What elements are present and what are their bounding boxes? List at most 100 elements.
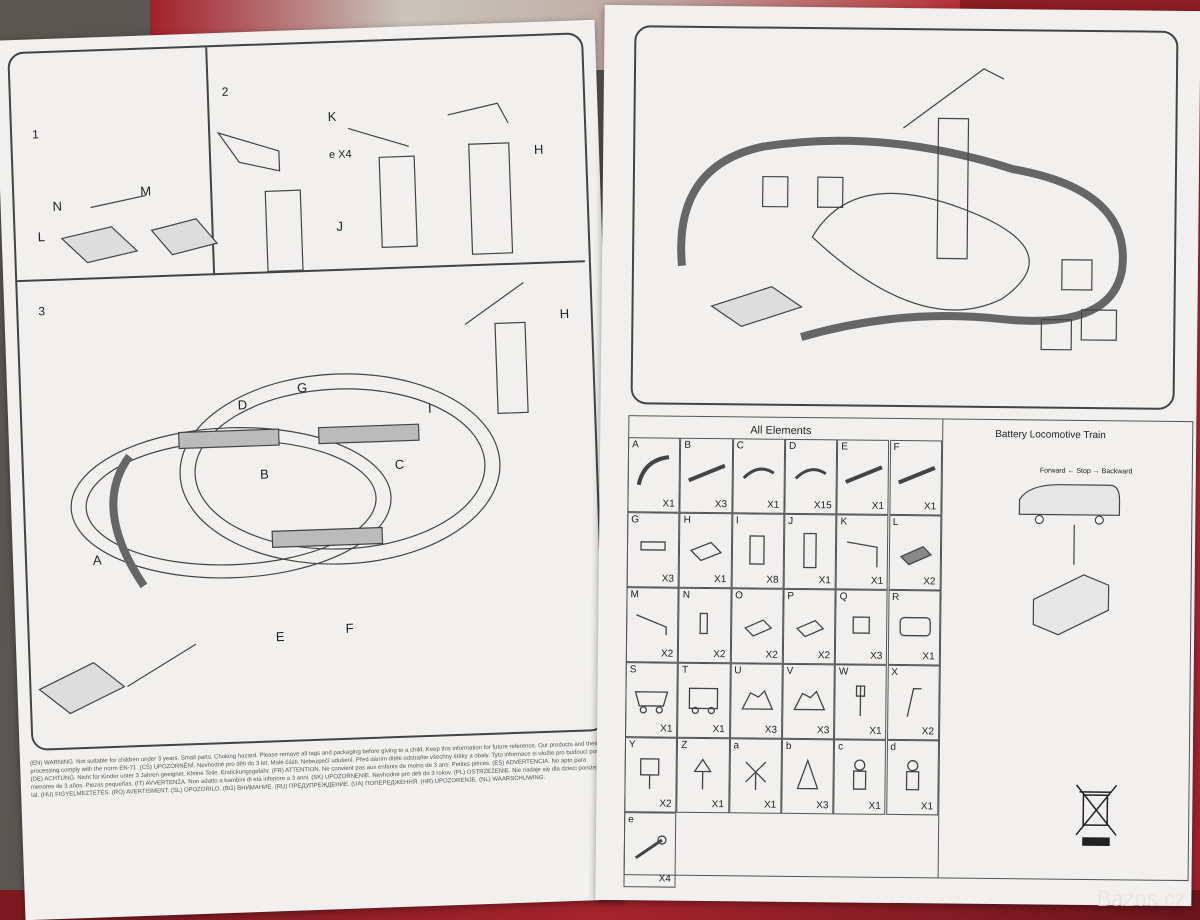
label-h-step2: H: [533, 141, 544, 157]
element-letter: V: [786, 665, 794, 677]
element-letter: L: [892, 516, 899, 529]
element-letter: P: [787, 590, 795, 602]
safety-warning-text: (EN) WARNING. Not suitable for children …: [29, 741, 609, 799]
overview-illustration: [677, 68, 1127, 351]
element-letter: N: [682, 589, 691, 601]
element-quantity: X1: [712, 724, 725, 736]
pillar-icon: [737, 531, 777, 574]
crossing-icon: [735, 756, 775, 799]
station-icon: [685, 530, 725, 573]
element-letter: X: [891, 666, 898, 679]
label-j: J: [336, 218, 344, 234]
battery-locomotive-illustration: [1018, 484, 1121, 636]
truck-icon: [684, 680, 724, 723]
lamp-icon: [893, 682, 933, 725]
label-e: E: [275, 628, 285, 645]
element-cell-T: T X1: [677, 662, 731, 739]
watermark-bazos: Bazos.cz: [1096, 886, 1186, 911]
label-e-x4: e X4: [328, 148, 352, 162]
element-quantity: X3: [764, 724, 778, 736]
assembly-illustration: [38, 102, 529, 715]
element-quantity: X8: [766, 574, 779, 586]
element-letter: b: [785, 740, 792, 752]
label-g: G: [296, 380, 308, 396]
curve-piece-icon: [738, 456, 778, 499]
element-quantity: X15: [813, 500, 832, 512]
wagon-icon: [631, 680, 671, 723]
element-quantity: X1: [763, 799, 777, 811]
instruction-sheet-right: All Elements Battery Locomotive Train Fo…: [595, 4, 1200, 907]
label-k: K: [327, 108, 337, 125]
element-letter: F: [893, 441, 900, 454]
element-letter: A: [632, 439, 639, 451]
element-cell-G: G X3: [626, 512, 680, 588]
worker-icon: [892, 757, 932, 800]
element-quantity: X1: [920, 801, 934, 813]
element-cell-P: P X2: [782, 588, 836, 665]
element-quantity: X2: [921, 726, 934, 738]
element-letter: Z: [681, 739, 688, 751]
label-h-step3: H: [559, 305, 570, 322]
element-letter: E: [841, 441, 849, 453]
straight-track-icon: [686, 455, 727, 498]
label-c: C: [394, 456, 405, 473]
cube-icon: [841, 607, 881, 650]
block-icon: [737, 606, 777, 649]
element-quantity: X3: [714, 499, 728, 511]
element-cell-M: M X2: [625, 587, 679, 663]
element-quantity: X1: [922, 651, 935, 663]
element-cell-I: I X8: [731, 513, 785, 589]
element-quantity: X1: [767, 499, 780, 511]
peg-icon: [684, 605, 724, 648]
curved-track-icon: [634, 455, 674, 498]
element-letter: S: [629, 664, 637, 676]
element-quantity: X2: [713, 649, 726, 661]
label-i: I: [427, 400, 432, 416]
element-letter: K: [840, 516, 848, 528]
element-cell-X: X X2: [886, 664, 940, 741]
element-letter: O: [735, 590, 743, 602]
element-quantity: X1: [868, 800, 881, 812]
element-letter: I: [735, 515, 739, 527]
element-letter: C: [736, 440, 744, 452]
element-quantity: X4: [658, 873, 671, 885]
element-quantity: X3: [817, 725, 830, 737]
element-cell-C: C X1: [731, 438, 786, 514]
arrow-sign-icon: [683, 755, 723, 798]
tower-icon: [790, 531, 830, 574]
element-quantity: X1: [818, 575, 831, 587]
element-cell-A: A X1: [627, 437, 681, 513]
element-quantity: X3: [661, 573, 675, 585]
element-quantity: X1: [662, 498, 675, 510]
weee-bin-icon: [1075, 784, 1118, 846]
element-quantity: X1: [870, 575, 884, 587]
element-letter: G: [631, 514, 640, 526]
element-letter: Q: [839, 591, 848, 603]
label-d: D: [237, 397, 248, 413]
label-f: F: [345, 620, 354, 636]
element-quantity: X2: [923, 576, 936, 588]
element-cell-K: K X1: [835, 514, 889, 590]
element-quantity: X1: [923, 501, 937, 513]
rock-icon: [788, 681, 828, 724]
element-letter: M: [630, 589, 639, 601]
curve-piece-icon: [791, 456, 831, 499]
label-a: A: [92, 552, 102, 568]
element-letter: T: [681, 664, 689, 676]
element-quantity: X2: [660, 648, 674, 660]
element-quantity: X2: [817, 650, 831, 662]
cone-icon: [787, 756, 827, 799]
element-cell-V: V X3: [781, 663, 835, 740]
element-letter: W: [838, 666, 849, 678]
